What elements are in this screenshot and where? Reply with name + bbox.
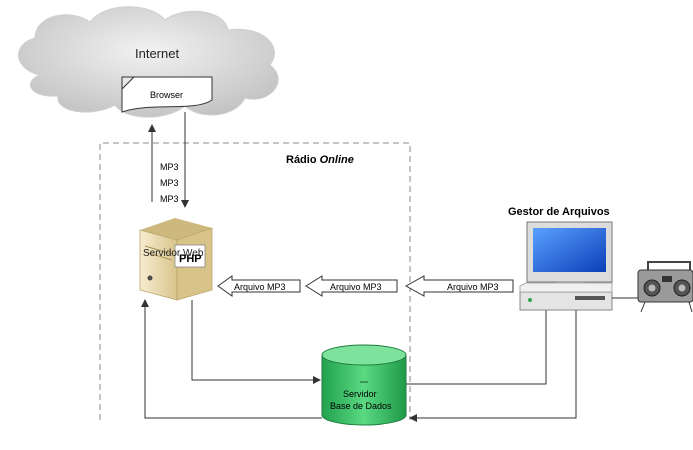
mp3-label: MP3: [160, 194, 179, 204]
mp3-label: MP3: [160, 162, 179, 172]
boombox-icon: [612, 261, 693, 313]
database-icon: [321, 344, 407, 426]
radio-online-title: Rádio Online: [286, 154, 354, 166]
arrow-label: Arquivo MP3: [234, 282, 286, 292]
arrow-server-to-db: [191, 300, 321, 384]
arrow-label: Arquivo MP3: [330, 282, 382, 292]
browser-label: Browser: [150, 90, 183, 100]
browser-document-icon: [121, 76, 213, 113]
computer-monitor-icon: [526, 221, 613, 291]
computer-case-icon: [519, 282, 613, 311]
radio-online-boundary: [99, 142, 411, 420]
file-arrow-1: Arquivo MP3: [217, 275, 301, 297]
database-label-line1: Servidor: [343, 389, 377, 399]
file-manager-title: Gestor de Arquivos: [508, 206, 610, 218]
arrow-manager-to-db: [409, 294, 577, 422]
php-badge: PHP: [179, 253, 202, 265]
mp3-label: MP3: [160, 178, 179, 188]
database-label-line2: Base de Dados: [330, 401, 392, 411]
web-server-label: Servidor Web: [143, 248, 204, 259]
arrow-db-to-manager: [406, 293, 550, 385]
arrow-db-to-server: [141, 299, 322, 419]
file-arrow-2: Arquivo MP3: [305, 275, 398, 297]
internet-cloud: [18, 6, 279, 118]
arrow-label: Arquivo MP3: [447, 282, 499, 292]
file-arrow-3: Arquivo MP3: [404, 275, 514, 297]
web-server-icon: [139, 218, 213, 301]
internet-label: Internet: [135, 46, 179, 61]
